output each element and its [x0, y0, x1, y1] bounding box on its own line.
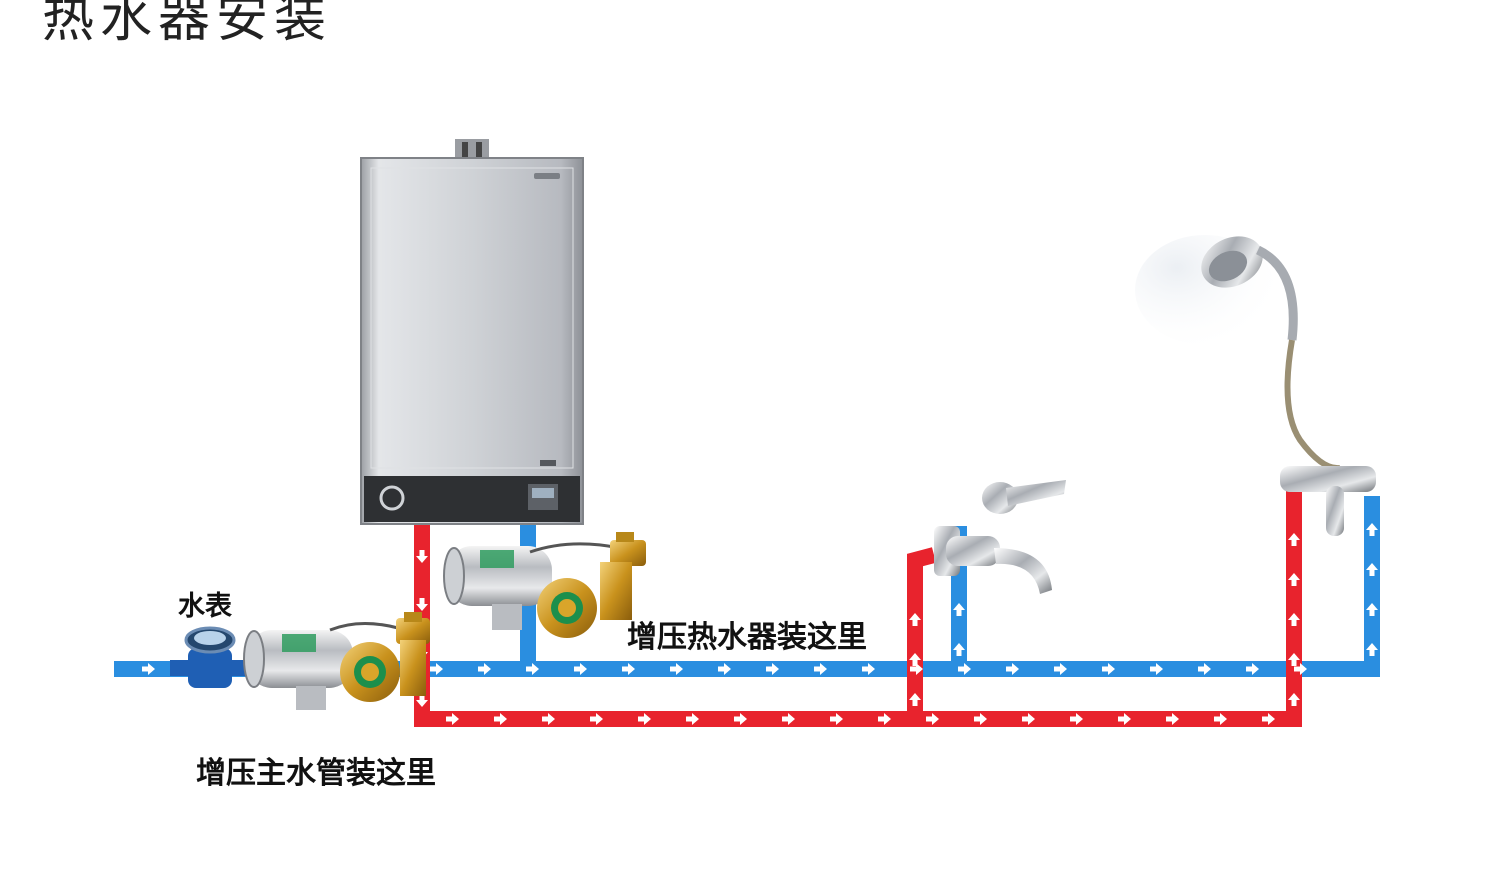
hot-flow-arrow [416, 694, 428, 707]
shower-valve-icon [1280, 466, 1376, 536]
hot-flow-arrow [878, 713, 891, 725]
cold-flow-arrow [1246, 663, 1259, 675]
cold-flow-arrow [1366, 563, 1378, 576]
hot-flow-arrow [1288, 533, 1300, 546]
hot-flow-arrow [1288, 573, 1300, 586]
booster-pump-icon [243, 612, 430, 710]
cold-flow-arrow [953, 603, 965, 616]
main-pump-label: 增压主水管装这里 [196, 756, 436, 791]
cold-flow-arrow [1366, 643, 1378, 656]
shower-head-icon [1135, 235, 1341, 472]
cold-flow-arrow [953, 643, 965, 656]
hot-flow-arrow [446, 713, 459, 725]
cold-flow-arrow [1150, 663, 1163, 675]
hot-flow-arrow [1070, 713, 1083, 725]
hot-flow-arrow [734, 713, 747, 725]
hot-flow-arrow [974, 713, 987, 725]
hot-flow-arrow [686, 713, 699, 725]
water-meter-label: 水表 [178, 591, 232, 622]
cold-flow-arrow [1102, 663, 1115, 675]
cold-flow-arrow [142, 663, 155, 675]
water-meter-icon [170, 626, 250, 688]
hot-flow-arrow [926, 713, 939, 725]
cold-flow-arrow [430, 663, 443, 675]
cold-flow-arrow [766, 663, 779, 675]
hot-flow-arrow [909, 693, 921, 706]
faucet-icon [934, 480, 1066, 594]
cold-flow-arrow [814, 663, 827, 675]
hot-flow-arrow [1262, 713, 1275, 725]
hot-flow-arrow [1288, 653, 1300, 666]
cold-flow-arrow [1198, 663, 1211, 675]
hot-flow-arrow [1166, 713, 1179, 725]
cold-flow-arrow [1006, 663, 1019, 675]
hot-flow-arrow [830, 713, 843, 725]
hot-flow-arrow [909, 613, 921, 626]
hot-flow-arrow [1288, 613, 1300, 626]
cold-flow-arrow [958, 663, 971, 675]
cold-flow-arrow [1366, 603, 1378, 616]
cold-flow-arrow [1294, 663, 1307, 675]
hot-flow-arrow [1214, 713, 1227, 725]
cold-flow-arrow [862, 663, 875, 675]
hot-flow-arrow [416, 550, 428, 563]
hot-flow-arrow [1118, 713, 1131, 725]
hot-water-pipe [907, 547, 937, 719]
cold-flow-arrow [1054, 663, 1067, 675]
cold-flow-arrow [574, 663, 587, 675]
cold-flow-arrow [1366, 523, 1378, 536]
hot-flow-arrow [1288, 693, 1300, 706]
cold-flow-arrow [670, 663, 683, 675]
hot-flow-arrow [909, 653, 921, 666]
cold-flow-arrow [718, 663, 731, 675]
cold-flow-arrow [622, 663, 635, 675]
cold-flow-arrow [910, 663, 923, 675]
hot-flow-arrow [782, 713, 795, 725]
hot-flow-arrow [1022, 713, 1035, 725]
cold-flow-arrow [526, 663, 539, 675]
water-heater-icon [360, 139, 584, 525]
cold-flow-arrow [478, 663, 491, 675]
hot-flow-arrow [416, 598, 428, 611]
heater-pump-label: 增压热水器装这里 [627, 620, 867, 655]
flow-arrows [142, 523, 1378, 725]
page-title: 热水器安装 [42, 0, 333, 49]
hot-flow-arrow [590, 713, 603, 725]
hot-flow-arrow [494, 713, 507, 725]
hot-flow-arrow [542, 713, 555, 725]
booster-pump-icon [443, 532, 646, 638]
hot-flow-arrow [638, 713, 651, 725]
